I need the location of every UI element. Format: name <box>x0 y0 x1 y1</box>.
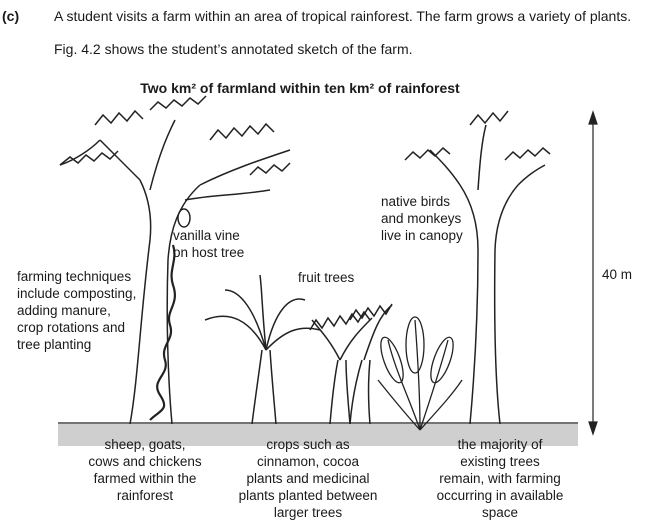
question-text: A student visits a farm within an area o… <box>54 8 632 24</box>
crop-plant <box>377 316 463 431</box>
question-label: (c) <box>2 8 20 24</box>
fruit-tree-2 <box>349 303 393 425</box>
height-label: 40 m <box>602 267 633 282</box>
host-tree <box>59 95 291 425</box>
palm-tree <box>204 274 321 425</box>
fruit-tree-1 <box>309 310 373 425</box>
annotation-majority: the majority of existing trees remain, w… <box>436 437 564 520</box>
annotation-fruit-trees: fruit trees <box>298 270 355 285</box>
height-arrow <box>588 110 598 436</box>
figure-reference: Fig. 4.2 shows the student’s annotated s… <box>54 41 413 57</box>
tall-tree <box>404 110 551 425</box>
ground-strip <box>58 424 578 446</box>
annotation-crops: crops such as cinnamon, cocoa plants and… <box>238 437 378 520</box>
annotation-techniques: farming techniques include composting, a… <box>17 269 137 352</box>
annotation-vanilla: vanilla vine on host tree <box>173 228 245 260</box>
annotation-animals: sheep, goats, cows and chickens farmed w… <box>88 437 202 503</box>
annotation-birds: native birds and monkeys live in canopy <box>381 194 463 243</box>
figure-title: Two km² of farmland within ten km² of ra… <box>140 80 460 96</box>
